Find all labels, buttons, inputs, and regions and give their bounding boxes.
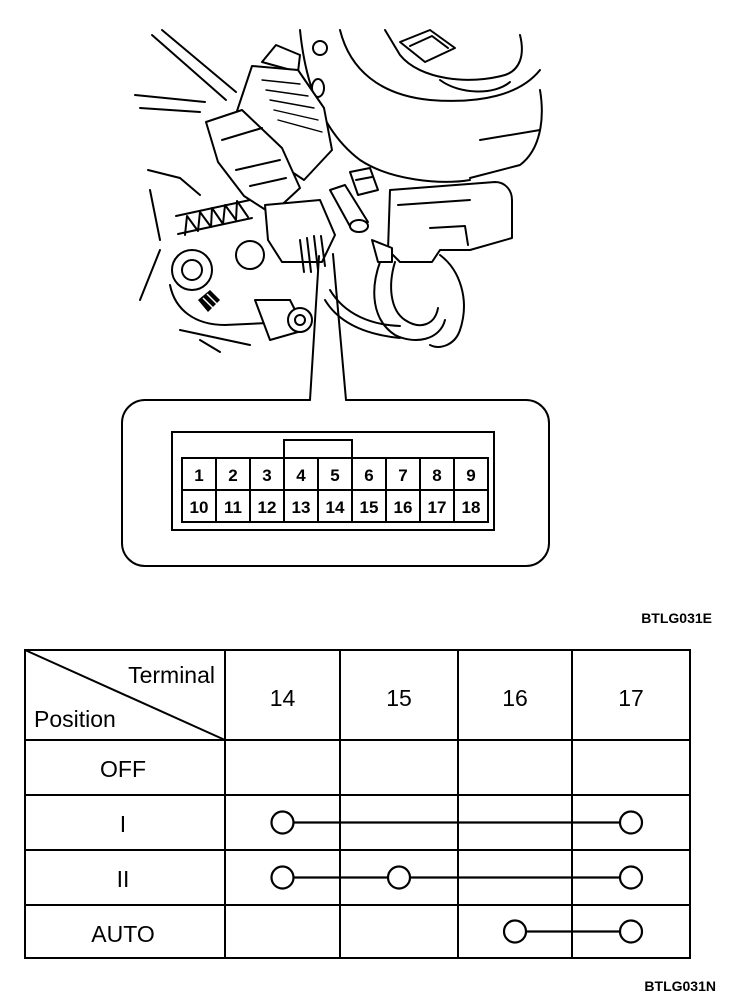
continuity-point-auto-16 [502,919,528,944]
pin-15: 15 [360,498,379,517]
continuity-point-i-14 [270,810,295,835]
position-label-off: OFF [100,756,146,782]
column-screw [312,40,328,56]
cable-lower-1 [324,299,401,339]
cylinder-part [329,184,369,231]
pin-7: 7 [398,466,407,485]
stalk-lever-upper [151,34,227,101]
continuity-point-ii-15 [386,865,412,890]
pin-1: 1 [194,466,203,485]
continuity-table: Terminal Position 14 15 16 17 OFF I II A… [24,649,691,959]
position-label-ii: II [117,866,130,892]
pin-4: 4 [296,466,306,485]
pin-2: 2 [228,466,237,485]
spring-icon [184,200,249,236]
continuity-point-auto-17 [618,919,644,944]
shroud-right-edge [469,89,543,179]
pin-16: 16 [394,498,413,517]
continuity-point-ii-14 [270,865,295,890]
callout-pointer [309,253,347,401]
hatched-bolt [198,290,220,312]
pin-grid-lines [182,458,488,522]
small-block-edge [355,176,373,181]
table-column-lines [224,650,573,958]
pin-17: 17 [428,498,447,517]
round-part-left [171,249,213,291]
round-part-left-inner [181,259,203,281]
terminal-header-16: 16 [502,685,528,711]
round-part-center [235,240,265,270]
pin-9: 9 [466,466,475,485]
pin-11: 11 [224,498,242,517]
table-row-lines [25,739,690,906]
hub-outline [339,29,541,102]
hub-button-edge [409,35,449,49]
pin-10: 10 [190,498,209,517]
cylinder-end [349,219,369,233]
harness-clip [371,239,393,263]
harness-connector-detail [397,199,471,246]
connector-key-tab [283,439,353,458]
steering-column-switch-drawing-icon [134,29,543,353]
position-label-i: I [120,811,126,837]
lower-frame [169,284,291,353]
cable-loop-3 [429,254,465,348]
connector-outline [171,431,495,531]
hatched-bolt-stripes [202,293,218,309]
hub-ellipse [439,79,511,93]
lower-bolt [287,307,313,333]
column-hole [311,78,325,98]
small-block [349,167,379,196]
cable-loop-2 [390,261,439,327]
cable-loop-1 [373,261,446,341]
lower-bolt-inner [294,314,306,326]
bracket-lines [134,94,206,301]
continuity-point-ii-17 [618,865,644,890]
connector-face: 1 2 3 4 5 6 7 8 9 10 11 12 13 14 15 16 1… [171,431,495,531]
pin-18: 18 [462,498,481,517]
switch-connector-pins [299,235,326,273]
switch-connector [264,199,336,263]
table-outline [24,649,691,959]
position-label-auto: AUTO [91,921,154,947]
pin-8: 8 [432,466,441,485]
callout-box [121,399,550,567]
pin-13: 13 [292,498,311,517]
pin-12: 12 [258,498,277,517]
hub-inner-outline [384,29,523,81]
stalk-lever-lower [161,29,237,93]
table-figure-code: BTLG031N [644,978,716,994]
switch-body-detail [221,127,287,187]
position-header-label: Position [34,706,116,732]
shroud-seam [479,129,541,141]
continuity-marks [270,810,644,944]
pin-5: 5 [330,466,339,485]
pin-14: 14 [326,498,345,517]
cable-lower-2 [329,289,401,327]
hub-button [399,29,456,63]
terminal-header-label: Terminal [128,662,215,688]
column-shroud-outline [299,29,471,183]
terminal-header-14: 14 [270,685,296,711]
terminal-header-15: 15 [386,685,412,711]
continuity-point-i-17 [618,810,644,835]
pin-3: 3 [262,466,271,485]
switch-body [205,109,301,215]
header-diagonal [24,649,226,741]
pin-6: 6 [364,466,373,485]
terminal-header-17: 17 [618,685,644,711]
harness-connector-block [387,181,513,263]
connector-figure-code: BTLG031E [641,610,712,626]
switch-housing-hatching [261,79,323,133]
